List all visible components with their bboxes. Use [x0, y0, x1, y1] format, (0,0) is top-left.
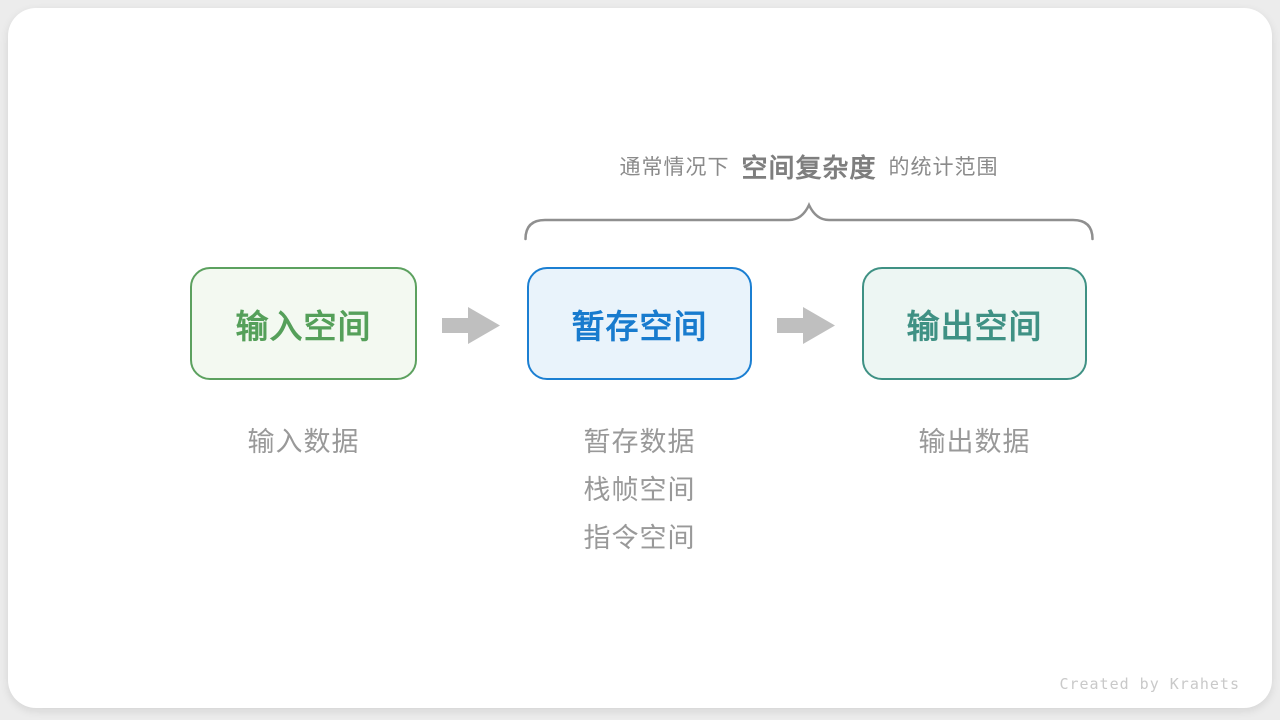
note-line: 栈帧空间: [583, 475, 696, 505]
arrow-right-icon: [777, 305, 837, 346]
footer-credit: Created by Krahets: [1059, 675, 1240, 693]
caption-highlight: 空间复杂度: [741, 152, 877, 183]
box-output-space-label: 输出空间: [906, 307, 1043, 345]
notes-input: 输入数据: [190, 418, 417, 466]
note-line: 输入数据: [247, 427, 360, 457]
box-temp-space-label: 暂存空间: [571, 307, 708, 345]
box-output-space: 输出空间: [862, 267, 1087, 380]
caption-prefix: 通常情况下: [619, 156, 730, 179]
note-line: 暂存数据: [583, 427, 696, 457]
caption: 通常情况下 空间复杂度 的统计范围: [524, 144, 1094, 188]
caption-suffix: 的统计范围: [888, 156, 999, 179]
box-temp-space: 暂存空间: [527, 267, 752, 380]
brace-icon: [524, 202, 1094, 242]
box-input-space: 输入空间: [190, 267, 417, 380]
box-input-space-label: 输入空间: [235, 307, 372, 345]
notes-temp: 暂存数据 栈帧空间 指令空间: [527, 418, 752, 562]
note-line: 指令空间: [583, 523, 696, 553]
note-line: 输出数据: [918, 427, 1031, 457]
arrow-right-icon: [442, 305, 502, 346]
notes-output: 输出数据: [862, 418, 1087, 466]
